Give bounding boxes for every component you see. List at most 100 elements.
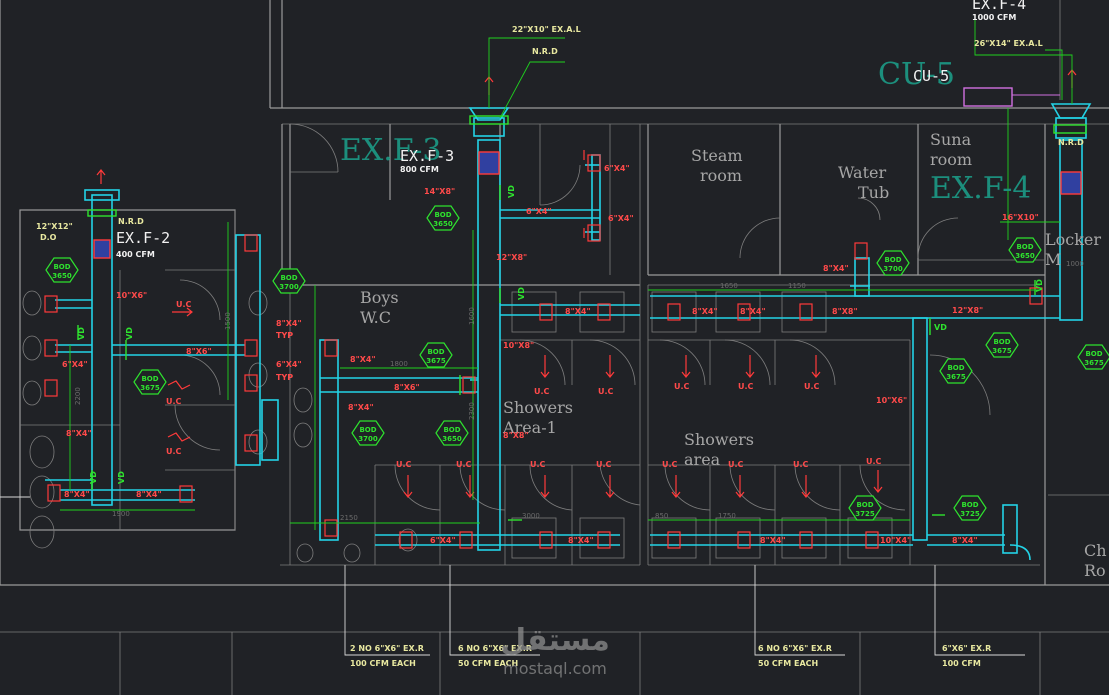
vd-label: VD	[1035, 279, 1044, 292]
uc-label: U.C	[534, 387, 550, 396]
duct-size: 8"X4"	[348, 403, 374, 412]
bod-hex-tag: BOD 3700	[876, 250, 910, 276]
svg-text:3725: 3725	[960, 510, 980, 518]
dim-figure: 1000	[1066, 260, 1084, 268]
duct-size: 8"X4"	[136, 490, 162, 499]
bod-hex-tag: BOD 3675	[1077, 344, 1109, 370]
duct-size: 8"X4"	[568, 536, 594, 545]
svg-text:3650: 3650	[1015, 252, 1035, 260]
duct-size: 8"X6"	[394, 383, 420, 392]
uc-label: U.C	[166, 397, 182, 406]
vd-label: VD	[77, 327, 86, 340]
duct-size: 10"X4"	[880, 536, 911, 545]
bod-hex-tag: BOD 3700	[272, 268, 306, 294]
svg-text:3675: 3675	[946, 373, 966, 381]
dimension-figures: 1900 2150 1800 2300 1500 1600 2200 1750 …	[74, 260, 1084, 522]
duct-size: 8"X4"	[760, 536, 786, 545]
duct-size-labels: 12"X12" D.O 10"X6" 6"X4" 8"X6" 8"X4" 8"X…	[36, 164, 1039, 545]
room-steam-line1: Steam	[691, 146, 743, 165]
duct-size: TYP	[276, 331, 293, 340]
svg-text:3675: 3675	[992, 347, 1012, 355]
teal-label-ex-f-4: EX.F-4	[930, 171, 1031, 206]
callout-line1: 6"X6" EX.R	[942, 644, 991, 653]
uc-label: U.C	[662, 460, 678, 469]
callout-line1: 6 NO 6"X6" EX.R	[458, 644, 532, 653]
svg-text:3650: 3650	[442, 435, 462, 443]
dimension-lines	[60, 20, 1073, 530]
room-locker-line1: Locker	[1045, 230, 1101, 249]
duct-size: 8"X4"	[823, 264, 849, 273]
watermark-latin: mostaql.com	[503, 659, 607, 678]
teal-label-cu-5: CU-5	[878, 57, 955, 92]
callout-line1: 2 NO 6"X6" EX.R	[350, 644, 424, 653]
duct-size: 10"X6"	[116, 291, 147, 300]
fan-units	[93, 151, 1082, 259]
room-ch-line1: Ch	[1084, 541, 1107, 560]
svg-text:BOD: BOD	[53, 263, 70, 271]
svg-text:3650: 3650	[433, 220, 453, 228]
uc-label: U.C	[598, 387, 614, 396]
duct-size: 12"X8"	[496, 253, 527, 262]
duct-size: 8"X4"	[66, 429, 92, 438]
teal-label-ex-f-3: EX.F-3	[340, 133, 441, 168]
room-showers1-line2: Area-1	[502, 418, 557, 437]
room-suna-line2: room	[930, 150, 972, 169]
grille-markers	[44, 154, 1043, 549]
duct-size: 6"X4"	[604, 164, 630, 173]
duct-size: 6"X4"	[62, 360, 88, 369]
duct-size: 8"X8"	[832, 307, 858, 316]
vd-label: VD	[507, 185, 516, 198]
uc-label: U.C	[866, 457, 882, 466]
uc-label: U.C	[176, 300, 192, 309]
duct-size: 12"X12"	[36, 222, 73, 231]
bod-hex-tag: BOD 3700	[351, 420, 385, 446]
duct-size: 8"X4"	[952, 536, 978, 545]
bod-hex-tag: BOD 3725	[953, 495, 987, 521]
bod-hex-tag: BOD 3650	[1008, 237, 1042, 263]
room-ch-line2: Ro	[1084, 561, 1106, 580]
svg-text:BOD: BOD	[884, 256, 901, 264]
svg-text:BOD: BOD	[427, 348, 444, 356]
duct-size: 8"X4"	[64, 490, 90, 499]
grilles	[77, 115, 1087, 521]
duct-size: 8"X4"	[276, 319, 302, 328]
svg-text:3675: 3675	[1084, 359, 1104, 367]
callout-line2: 100 CFM EACH	[350, 659, 416, 668]
bod-hex-tag: BOD 3650	[435, 420, 469, 446]
duct-size: 10"X6"	[876, 396, 907, 405]
vd-label: VD	[517, 287, 526, 300]
nrd-ex-f-4: N.R.D	[1058, 138, 1084, 147]
undercut-arrows	[96, 69, 1077, 498]
bod-hex-tag: BOD 3650	[426, 205, 460, 231]
fan-label-ex-f-4: EX.F-4	[972, 0, 1026, 13]
dim-figure: 1650	[720, 282, 738, 290]
bod-hex-tag: BOD 3675	[939, 358, 973, 384]
bod-hex-tag: BOD 3650	[45, 257, 79, 283]
duct-size: 6"X4"	[608, 214, 634, 223]
svg-text:BOD: BOD	[947, 364, 964, 372]
room-water-line2: Tub	[858, 183, 889, 202]
duct-size: 6"X4"	[276, 360, 302, 369]
callout-line2: 100 CFM	[942, 659, 981, 668]
uc-label: U.C	[738, 382, 754, 391]
duct-size: 6"X4"	[430, 536, 456, 545]
volume-damper-labels: VD VD VD VD VD VD VD VD	[77, 185, 1044, 484]
room-showers1-line1: Showers	[503, 398, 573, 417]
duct-size: 12"X8"	[952, 306, 983, 315]
callout-line1: 6 NO 6"X6" EX.R	[758, 644, 832, 653]
svg-text:BOD: BOD	[961, 501, 978, 509]
louver-ex-f-3: 22"X10" EX.A.L	[512, 25, 581, 34]
room-showers2-line2: area	[684, 450, 721, 469]
door-swings	[174, 123, 991, 511]
dim-figure: 1750	[718, 512, 736, 520]
duct-size: 6"X4"	[526, 207, 552, 216]
duct-size: D.O	[40, 233, 57, 242]
callout-leaders	[0, 496, 1025, 656]
louver-ex-f-4: 26"X14" EX.A.L	[974, 39, 1043, 48]
uc-label: U.C	[530, 460, 546, 469]
dim-figure: 1600	[468, 307, 476, 325]
dim-figure: 2200	[74, 387, 82, 405]
uc-label: U.C	[728, 460, 744, 469]
duct-size: 8"X4"	[565, 307, 591, 316]
